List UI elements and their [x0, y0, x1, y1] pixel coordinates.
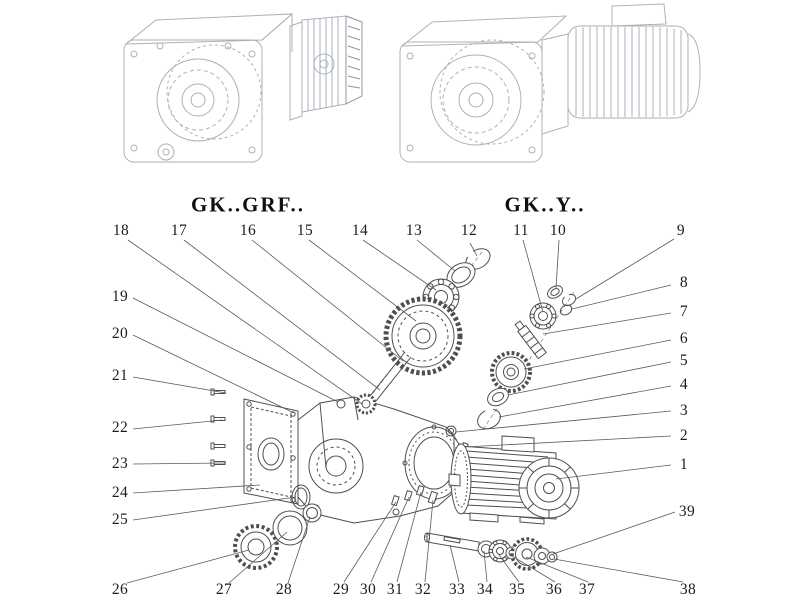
- motor-exploded: [448, 435, 580, 525]
- callout-38: 38: [679, 581, 697, 598]
- callout-9: 9: [676, 222, 686, 239]
- callout-32: 32: [414, 581, 432, 598]
- callout-2: 2: [679, 427, 689, 444]
- callout-35: 35: [508, 581, 526, 598]
- callout-25: 25: [111, 511, 129, 528]
- spline-shaft: [514, 320, 547, 360]
- callout-23: 23: [111, 455, 129, 472]
- input-bearing: [529, 302, 557, 330]
- callout-21: 21: [111, 367, 129, 384]
- gearbox-housing: [297, 396, 466, 524]
- callout-14: 14: [351, 222, 369, 239]
- fan-cover: [518, 457, 580, 519]
- callout-33: 33: [448, 581, 466, 598]
- callout-7: 7: [679, 303, 689, 320]
- callout-37: 37: [578, 581, 596, 598]
- callout-16: 16: [239, 222, 257, 239]
- callout-19: 19: [111, 288, 129, 305]
- output-shaft-assembly: [424, 532, 558, 571]
- callout-39: 39: [678, 503, 696, 520]
- callout-3: 3: [679, 402, 689, 419]
- model-title-gk-grf: GK..GRF..: [190, 192, 306, 217]
- callout-5: 5: [679, 352, 689, 369]
- callout-6: 6: [679, 330, 689, 347]
- callout-36: 36: [545, 581, 563, 598]
- callout-28: 28: [275, 581, 293, 598]
- input-gear: [490, 351, 532, 393]
- callout-29: 29: [332, 581, 350, 598]
- callout-24: 24: [111, 484, 129, 501]
- shim-rings: [233, 503, 322, 570]
- callout-26: 26: [111, 581, 129, 598]
- callout-15: 15: [296, 222, 314, 239]
- leader-lines: [126, 238, 684, 584]
- mounting-flange-plate: [243, 398, 299, 505]
- input-pinion-assembly: [459, 285, 577, 454]
- callout-8: 8: [679, 274, 689, 291]
- model-title-gk-y: GK..Y..: [504, 192, 586, 217]
- flange-screws: [210, 388, 226, 467]
- callout-22: 22: [111, 419, 129, 436]
- main-gear: [383, 296, 463, 376]
- callout-30: 30: [359, 581, 377, 598]
- callout-13: 13: [405, 222, 423, 239]
- callout-10: 10: [549, 222, 567, 239]
- callout-27: 27: [215, 581, 233, 598]
- assembled-view-gk-y: [399, 3, 701, 163]
- assembled-view-gk-grf: [123, 12, 363, 163]
- callout-31: 31: [386, 581, 404, 598]
- callout-17: 17: [170, 222, 188, 239]
- callout-18: 18: [112, 222, 130, 239]
- intermediate-gear-assembly: [355, 248, 491, 415]
- callout-20: 20: [111, 325, 129, 342]
- callout-1: 1: [679, 456, 689, 473]
- callout-12: 12: [460, 222, 478, 239]
- flange-bolts: [390, 484, 439, 507]
- exploded-view: [210, 248, 580, 571]
- callout-4: 4: [679, 376, 689, 393]
- callout-34: 34: [476, 581, 494, 598]
- motor-assembled: [567, 3, 701, 119]
- callout-11: 11: [513, 222, 529, 239]
